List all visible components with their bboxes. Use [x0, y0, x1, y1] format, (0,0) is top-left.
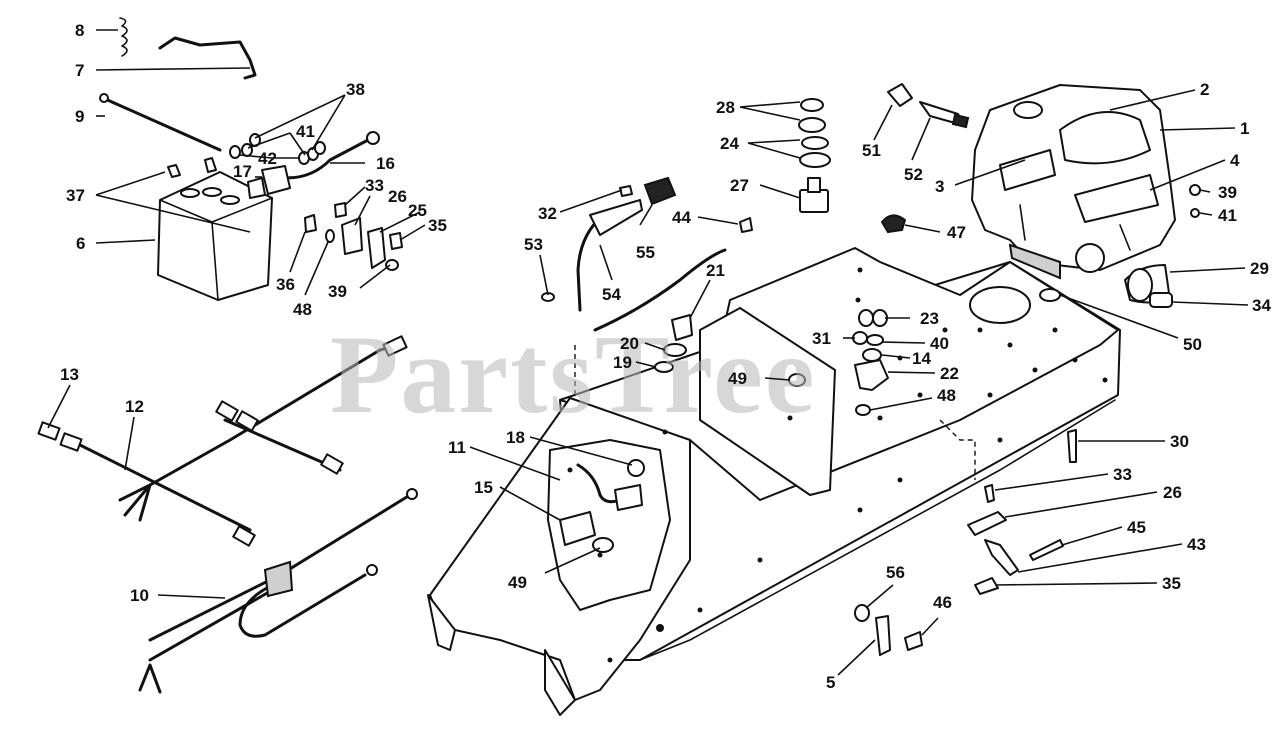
- callout-17: 17: [233, 162, 252, 181]
- part-7-rod: [158, 36, 257, 80]
- callout-21: 21: [706, 261, 725, 280]
- callout-33b: 33: [1113, 465, 1132, 484]
- callout-43: 43: [1187, 535, 1206, 554]
- callout-35b: 35: [1162, 574, 1181, 593]
- callout-10: 10: [130, 586, 149, 605]
- callout-44: 44: [672, 208, 691, 227]
- callout-18: 18: [506, 428, 525, 447]
- callout-6: 6: [76, 234, 85, 253]
- part-10-harness: [138, 488, 418, 694]
- callout-38: 38: [346, 80, 365, 99]
- callout-29: 29: [1250, 259, 1269, 278]
- watermark: PartsTree: [330, 313, 817, 437]
- part-44-clip: [739, 217, 753, 233]
- callout-47: 47: [947, 223, 966, 242]
- part-17-boot: [261, 165, 291, 195]
- callout-23: 23: [920, 309, 939, 328]
- callout-7: 7: [75, 61, 84, 80]
- part-32-screw: [619, 185, 633, 197]
- part-52-tube: [919, 101, 970, 129]
- callout-25: 25: [408, 201, 427, 220]
- callout-4: 4: [1230, 151, 1240, 170]
- callout-28: 28: [716, 98, 735, 117]
- callout-36: 36: [276, 275, 295, 294]
- part-bracket: [589, 199, 643, 236]
- part-nut: [1189, 184, 1201, 196]
- callout-15: 15: [474, 478, 493, 497]
- callout-48b: 48: [937, 386, 956, 405]
- part-12-harness: [37, 335, 408, 547]
- part-55-switch: [643, 176, 677, 206]
- callout-13: 13: [60, 365, 79, 384]
- callout-39b: 39: [1218, 183, 1237, 202]
- callout-1: 1: [1240, 119, 1249, 138]
- callout-49b: 49: [508, 573, 527, 592]
- callout-50: 50: [1183, 335, 1202, 354]
- callout-31: 31: [812, 329, 831, 348]
- part-37-bolt: [204, 157, 217, 173]
- callout-26b: 26: [1163, 483, 1182, 502]
- callout-32: 32: [538, 204, 557, 223]
- callout-24: 24: [720, 134, 739, 153]
- callout-33a: 33: [365, 176, 384, 195]
- callout-53: 53: [524, 235, 543, 254]
- callout-30: 30: [1170, 432, 1189, 451]
- callout-26a: 26: [388, 187, 407, 206]
- callout-49a: 49: [728, 369, 747, 388]
- callout-20: 20: [620, 334, 639, 353]
- callout-12: 12: [125, 397, 144, 416]
- callout-45: 45: [1127, 518, 1146, 537]
- callout-16: 16: [376, 154, 395, 173]
- callout-9: 9: [75, 107, 84, 126]
- part-47-clamp: [880, 214, 907, 234]
- callout-3: 3: [935, 177, 944, 196]
- part-28-24-stack: [798, 98, 831, 213]
- battery: [157, 171, 273, 301]
- part-9-cable: [101, 96, 222, 152]
- callout-39a: 39: [328, 282, 347, 301]
- callout-27: 27: [730, 176, 749, 195]
- callout-48a: 48: [293, 300, 312, 319]
- part-8-spring: [119, 17, 128, 57]
- callout-14: 14: [912, 349, 931, 368]
- part-ignition-group: [852, 309, 889, 416]
- part-37-bolt-2: [167, 164, 181, 178]
- callout-54: 54: [602, 285, 621, 304]
- leader-lines: [47, 29, 1249, 676]
- callout-34: 34: [1252, 296, 1271, 315]
- part-cable: [593, 248, 727, 332]
- callout-19: 19: [613, 353, 632, 372]
- callout-40: 40: [930, 334, 949, 353]
- callout-55: 55: [636, 243, 655, 262]
- part-34-bolt: [1149, 292, 1173, 308]
- callout-42: 42: [258, 149, 277, 168]
- callout-46: 46: [933, 593, 952, 612]
- callout-56: 56: [886, 563, 905, 582]
- engine: [971, 84, 1176, 280]
- callout-8: 8: [75, 21, 84, 40]
- callout-22: 22: [940, 364, 959, 383]
- callout-37: 37: [66, 186, 85, 205]
- callout-51: 51: [862, 141, 881, 160]
- callout-2: 2: [1200, 80, 1209, 99]
- part-51-cap: [887, 83, 913, 107]
- callout-52: 52: [904, 165, 923, 184]
- callout-35a: 35: [428, 216, 447, 235]
- part-grommet: [1039, 288, 1061, 302]
- part-washer: [1190, 208, 1200, 218]
- main-frame: [427, 247, 1121, 716]
- part-lower-hardware: [854, 429, 1077, 656]
- callout-11: 11: [448, 438, 466, 457]
- callout-5: 5: [826, 673, 835, 692]
- callout-labels: 1 2 3 4 5 6 7 8 9 10 11 12 13 14 15 16 1…: [60, 21, 1271, 692]
- callout-41b: 41: [1218, 206, 1237, 225]
- callout-41a: 41: [296, 122, 315, 141]
- part-21-bracket: [671, 314, 693, 341]
